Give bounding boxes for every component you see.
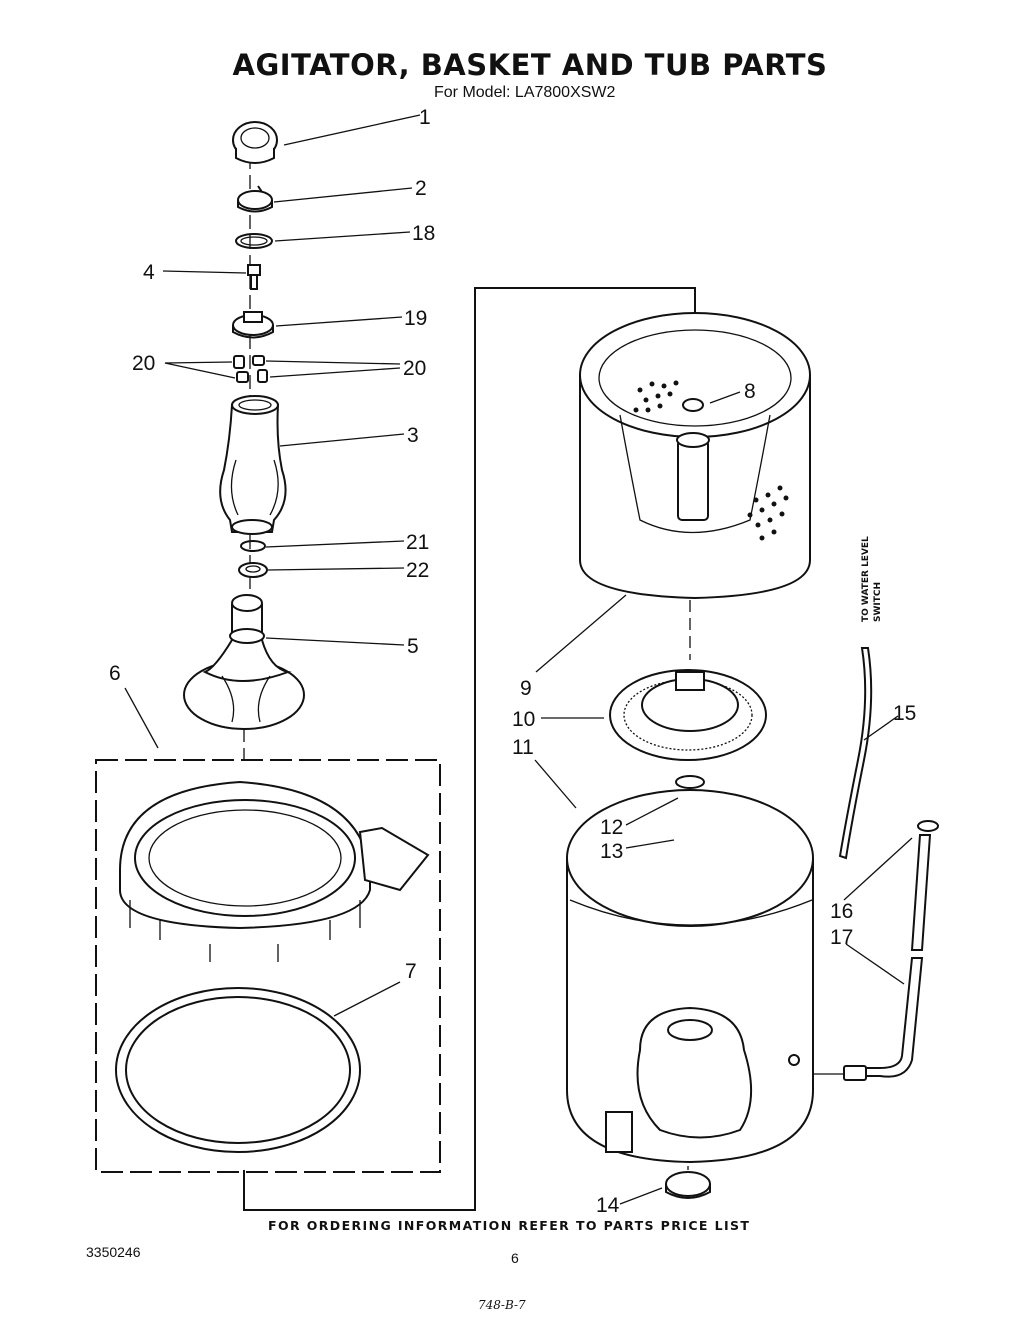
callout-labels: 1 2 18 4 19 20 20 3 21 22 5 6 7 8 9 10 1…: [109, 106, 916, 1217]
hose-clamp-part-16: [917, 820, 939, 832]
basket-drive-hub: [609, 669, 767, 761]
model-subtitle: For Model: LA7800XSW2: [434, 84, 616, 101]
page-number: 6: [511, 1250, 519, 1266]
callout-12: 12: [600, 816, 623, 839]
callout-21: 21: [406, 531, 429, 554]
top-balance-ring: [119, 780, 430, 962]
hose-note-line-1: TO WATER LEVEL: [861, 536, 871, 622]
callout-4: 4: [143, 261, 155, 284]
callout-9: 9: [520, 677, 532, 700]
nut-part-22: [238, 562, 268, 578]
water-level-tube-part-15: [838, 647, 873, 860]
callout-18: 18: [412, 222, 435, 245]
retaining-ring-part-12: [675, 775, 705, 789]
callout-17: 17: [830, 926, 853, 949]
callout-6: 6: [109, 662, 121, 685]
callout-7: 7: [405, 960, 417, 983]
callout-leader-lines: [124, 114, 913, 1205]
agitator-dogs-part-20: [233, 355, 268, 383]
callout-14: 14: [596, 1194, 620, 1217]
hose-note-line-2: SWITCH: [873, 582, 883, 622]
callout-1: 1: [419, 106, 431, 129]
callout-15: 15: [893, 702, 916, 725]
page-title: AGITATOR, BASKET AND TUB PARTS: [232, 48, 828, 82]
callout-10: 10: [512, 708, 535, 731]
callout-13: 13: [600, 840, 623, 863]
callout-20-left: 20: [132, 352, 155, 375]
lower-agitator: [183, 594, 305, 730]
handwritten-note: 748-B-7: [478, 1298, 526, 1312]
callout-5: 5: [407, 635, 419, 658]
agitator-barrel: [219, 395, 287, 535]
o-ring-part-18: [235, 233, 273, 249]
water-level-switch-note: TO WATER LEVEL SWITCH: [861, 536, 883, 622]
callout-22: 22: [406, 559, 429, 582]
callout-16: 16: [830, 900, 853, 923]
agitator-cap-insert: [237, 185, 273, 213]
assembly-group-box: [95, 759, 441, 1173]
agitator-cap: [232, 121, 278, 164]
drain-hose-part-17: [813, 834, 932, 1081]
callout-3: 3: [407, 424, 419, 447]
washer-part-21: [240, 540, 266, 552]
callout-19: 19: [404, 307, 427, 330]
callout-11: 11: [512, 736, 534, 759]
bolt-part-4: [247, 264, 261, 290]
wash-basket: [579, 312, 811, 600]
drive-cam-part-19: [232, 311, 274, 339]
document-number: 3350246: [86, 1244, 141, 1260]
outer-tub: [566, 789, 814, 1164]
drain-plug-part-14: [665, 1171, 711, 1199]
ordering-note: FOR ORDERING INFORMATION REFER TO PARTS …: [268, 1218, 751, 1233]
callout-20-right: 20: [403, 357, 426, 380]
callout-8: 8: [744, 380, 756, 403]
tub-ring-gasket: [115, 987, 361, 1153]
callout-2: 2: [415, 177, 427, 200]
